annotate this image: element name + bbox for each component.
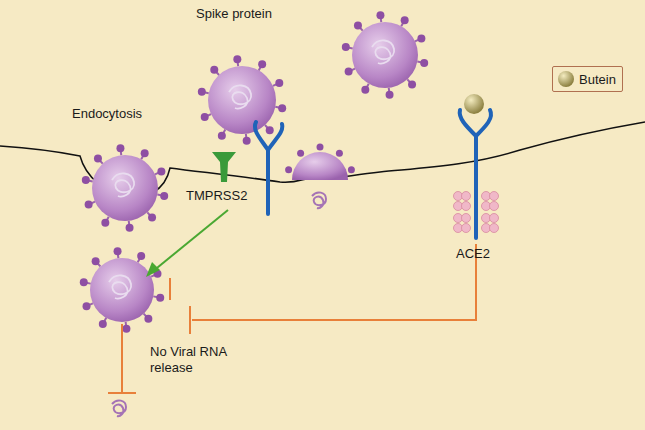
- spike-head: [201, 113, 209, 121]
- spike-head: [376, 11, 384, 19]
- spike-head: [137, 252, 145, 260]
- activation-arrow: [152, 210, 228, 272]
- tmprss2-protease: [212, 152, 236, 182]
- spike-head: [99, 320, 107, 328]
- spike-head: [144, 315, 152, 323]
- spike-head: [278, 104, 286, 112]
- spike-head: [198, 88, 206, 96]
- butein-molecule: [464, 94, 484, 114]
- spike-head: [297, 150, 304, 157]
- spike-head: [285, 166, 292, 173]
- spike-head: [218, 132, 226, 140]
- spike-head: [101, 219, 109, 227]
- virus: [208, 66, 276, 134]
- lipid: [490, 214, 499, 223]
- spike-head: [126, 224, 134, 232]
- lipid: [462, 192, 471, 201]
- spike-head: [92, 257, 100, 265]
- legend-swatch: [557, 70, 575, 88]
- spike-head: [82, 176, 90, 184]
- lipid: [462, 202, 471, 211]
- label-text: ACE2: [456, 246, 490, 262]
- label-text: Spike protein: [196, 6, 272, 22]
- label-text: No Viral RNA release: [150, 344, 262, 375]
- spike-head: [122, 325, 130, 333]
- spike-head: [317, 144, 324, 151]
- spike-head: [420, 59, 428, 67]
- spike-head: [386, 91, 394, 99]
- spike-head: [417, 34, 425, 42]
- label-text: TMPRSS2: [186, 188, 247, 204]
- spike-head: [156, 294, 164, 302]
- spike-head: [85, 201, 93, 209]
- virus: [352, 22, 418, 88]
- label-text: Endocytosis: [72, 106, 142, 122]
- spike-head: [275, 79, 283, 87]
- spike-head: [408, 80, 416, 88]
- spike-head: [361, 86, 369, 94]
- lipid: [462, 224, 471, 233]
- spike-head: [157, 167, 165, 175]
- virus-group: [80, 11, 428, 332]
- inhibition-line: [108, 244, 476, 393]
- viral-rna: [109, 40, 394, 298]
- spike-head: [401, 16, 409, 24]
- spike-head: [233, 55, 241, 63]
- ace2-receptor: [255, 110, 491, 238]
- spike-head: [148, 213, 156, 221]
- spike-head: [83, 302, 91, 310]
- legend-item: Butein: [552, 66, 623, 92]
- spike-head: [266, 126, 274, 134]
- spike-head: [210, 66, 218, 74]
- released-rna: [112, 192, 326, 416]
- spike-head: [345, 68, 353, 76]
- spike-head: [94, 155, 102, 163]
- lipid: [462, 214, 471, 223]
- spike-head: [243, 137, 251, 145]
- lipid: [490, 224, 499, 233]
- spike-head: [114, 247, 122, 255]
- spike-head: [258, 60, 266, 68]
- spike-head: [354, 22, 362, 30]
- spike-head: [160, 192, 168, 200]
- virus: [92, 155, 158, 221]
- spike-head: [348, 166, 355, 173]
- arrow-head: [146, 262, 160, 277]
- spike-head: [80, 278, 88, 286]
- lipid-bilayer: [454, 192, 499, 233]
- spike-head: [141, 149, 149, 157]
- legend-text: Butein: [579, 72, 616, 87]
- spike-head: [342, 43, 350, 51]
- spike-head: [116, 144, 124, 152]
- virus: [90, 258, 154, 322]
- lipid: [490, 192, 499, 201]
- lipid: [490, 202, 499, 211]
- spike-head: [336, 150, 343, 157]
